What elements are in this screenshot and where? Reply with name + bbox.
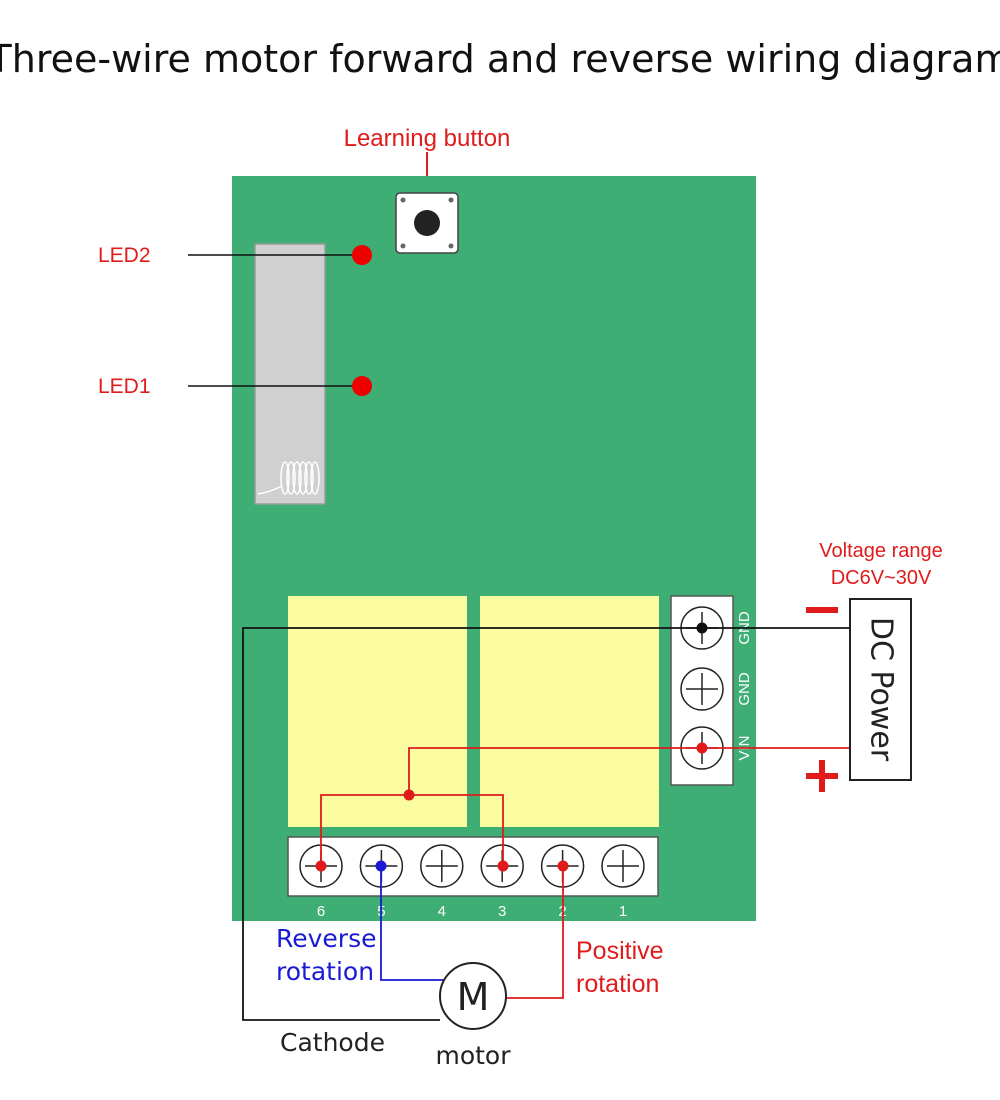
voltage-range-label: Voltage range [819,540,942,562]
plus-sign-icon [806,760,838,792]
output-terminal-screw-icon [420,844,464,888]
learning-button[interactable] [395,192,459,254]
reverse-rotation-label-2: rotation [276,957,374,986]
voltage-range-value: DC6V~30V [831,567,932,589]
terminal-5-junction [375,860,387,872]
motor-icon: M [439,962,507,1030]
dc-power-supply: DC Power [849,598,912,781]
led1-indicator [352,376,372,396]
motor-symbol: M [457,975,490,1019]
positive-rotation-label-2: rotation [576,970,659,998]
led1-label: LED1 [98,375,151,398]
positive-rotation-label-1: Positive [576,937,664,965]
terminal-6-junction [315,860,327,872]
power-pin-label: GND [736,672,753,706]
common-junction [403,789,415,801]
terminal-3-junction [497,860,509,872]
receiver-module [254,243,326,505]
vin-junction [696,742,708,754]
antenna-coil-icon [257,461,320,495]
led2-indicator [352,245,372,265]
terminal-2-junction [557,860,569,872]
motor-label: motor [435,1041,511,1070]
minus-sign-icon [806,607,838,613]
learning-button-label: Learning button [344,125,511,152]
output-terminal-block [287,836,659,897]
cathode-wire [242,627,850,1021]
relay-right [480,596,659,827]
output-pin-number: 6 [317,903,325,920]
diagram-title: Three-wire motor forward and reverse wir… [0,37,1000,81]
dc-power-label: DC Power [864,617,899,762]
reverse-rotation-wire [380,866,444,981]
led2-label: LED2 [98,244,151,267]
positive-rotation-wire [505,866,564,999]
output-terminal-screw-icon [601,844,645,888]
cathode-label: Cathode [280,1028,385,1057]
power-terminal-screw-icon [680,667,724,711]
gnd-junction [696,622,708,634]
reverse-rotation-label-1: Reverse [276,924,377,953]
output-pin-number: 1 [619,903,627,920]
relay-left [288,596,467,827]
output-pin-number: 4 [438,903,446,920]
output-pin-number: 3 [498,903,506,920]
